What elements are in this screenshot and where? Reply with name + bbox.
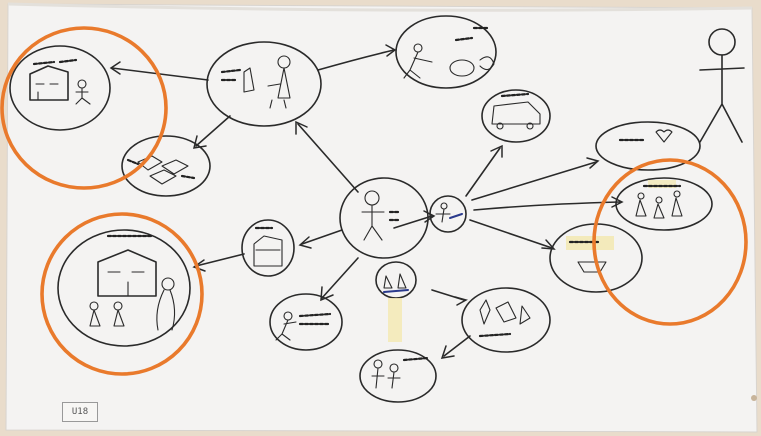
node-figures-bottom [359,349,437,403]
connector-lines [109,44,624,359]
node-pushing-top-right [395,15,497,89]
node-two-figures-below [375,261,417,342]
node-center-person [339,177,429,259]
node-small-blue-right [429,195,467,233]
node-group-lower-center [461,287,551,353]
paper-sheet [5,3,758,433]
node-heart-right [595,121,701,171]
node-car-right [481,89,551,143]
node-house-large-left [57,229,191,347]
orange-highlight-right [592,158,748,326]
node-person-top-center [206,41,322,127]
label-box: U18 [62,402,98,422]
pin-hole [751,395,757,401]
orange-highlight-bottom-left [40,212,204,376]
paper-fold [7,2,753,12]
node-house-top-left [9,45,111,131]
stick-figure-right [699,28,745,143]
label-box-text: U18 [71,407,89,417]
node-shop-left [241,219,295,277]
orange-highlight-top-left [0,26,168,190]
node-boxes-left [121,135,211,197]
node-group-right [615,177,713,231]
node-running-figure [269,293,343,351]
